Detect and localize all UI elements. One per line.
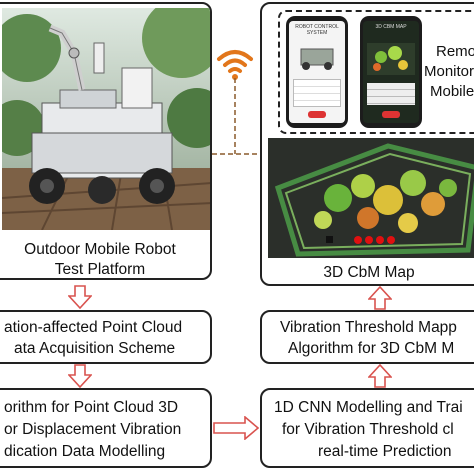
arrow-down-robot-to-acquisition [68, 285, 92, 309]
phone1-robot-thumb [300, 48, 334, 70]
phone2-map-thumb [367, 43, 415, 75]
cnn-line2: for Vibration Threshold cl [282, 421, 454, 438]
app-label-line2: Monitorin [424, 63, 474, 80]
app-label-line3: Mobile Ap [430, 83, 474, 100]
cnn-modelling-box: 1D CNN Modelling and Trai for Vibration … [260, 388, 474, 468]
acquisition-line1: ation-affected Point Cloud [4, 319, 183, 336]
robot-caption-line2: Test Platform [54, 261, 146, 278]
threshold-mapping-box: Vibration Threshold Mapp Algorithm for 3… [260, 310, 474, 364]
modelling-line3: dication Data Modelling [4, 443, 166, 460]
phone2-button [382, 111, 400, 118]
smartphone-icon-2: 3D CBM MAP [360, 16, 422, 128]
robot-photo [2, 8, 210, 230]
cbm-map-box: ROBOT CONTROL SYSTEM 3D CBM MAP [260, 2, 474, 286]
wifi-icon [217, 50, 253, 80]
vibration-data-modelling-box: orithm for Point Cloud 3D or Displacemen… [0, 388, 212, 468]
point-cloud-map [268, 138, 474, 258]
arrow-down-acquisition-to-modelling [68, 364, 92, 388]
mapping-line1: Vibration Threshold Mapp [280, 319, 457, 336]
acquisition-line2: ata Acquisition Scheme [14, 340, 176, 357]
arrow-right-modelling-to-cnn [213, 416, 259, 440]
phone1-button [308, 111, 326, 118]
point-cloud-acquisition-box: ation-affected Point Cloud ata Acquisiti… [0, 310, 212, 364]
mapping-line2: Algorithm for 3D CbM M [288, 340, 455, 357]
phone2-title: 3D CBM MAP [375, 24, 407, 30]
phone1-title: ROBOT CONTROL SYSTEM [295, 24, 339, 36]
robot-platform-box: Outdoor Mobile Robot Test Platform [0, 2, 212, 280]
modelling-line2: or Displacement Vibration [4, 421, 182, 438]
phone1-table [293, 79, 341, 107]
modelling-line1: orithm for Point Cloud 3D [4, 399, 179, 416]
arrow-up-cnn-to-mapping [368, 364, 392, 388]
robot-caption-line1: Outdoor Mobile Robot [24, 241, 176, 258]
app-label-line1: Remote [436, 43, 474, 60]
phone2-table [367, 83, 415, 105]
cnn-line3: real-time Prediction [318, 443, 452, 460]
map-caption: 3D CbM Map [323, 264, 415, 281]
connector-line [212, 153, 268, 155]
smartphone-icon: ROBOT CONTROL SYSTEM [286, 16, 348, 128]
cnn-line1: 1D CNN Modelling and Trai [274, 399, 463, 416]
arrow-up-mapping-to-map [368, 286, 392, 310]
mobile-app-panel: ROBOT CONTROL SYSTEM 3D CBM MAP [278, 10, 474, 134]
wifi-stem [234, 78, 236, 154]
